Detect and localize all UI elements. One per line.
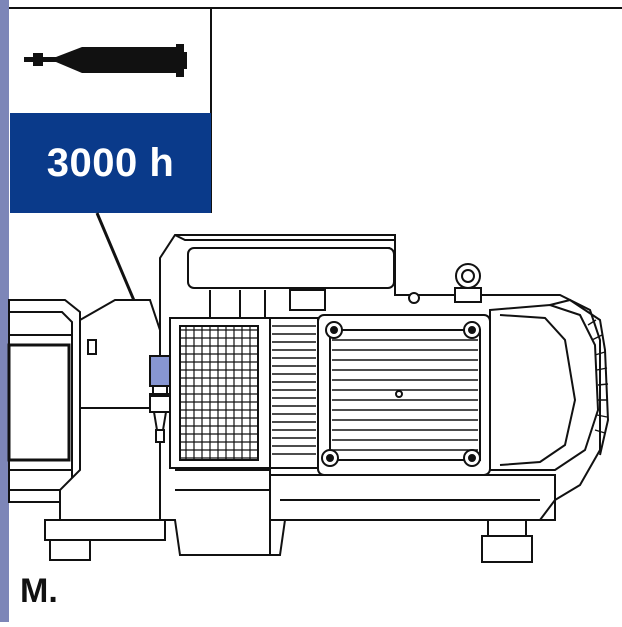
filter-mesh xyxy=(180,326,258,460)
screws xyxy=(321,292,481,467)
step-label: M. xyxy=(20,572,58,610)
side-bar xyxy=(0,0,9,622)
tool-panel xyxy=(24,8,212,213)
interval-box-bg xyxy=(10,113,211,213)
grease-gun-cartridge-icon xyxy=(24,44,187,77)
pump xyxy=(7,234,610,563)
interval-label: 3000 h xyxy=(46,140,175,185)
ribs xyxy=(272,319,609,455)
grease-nipple xyxy=(149,355,171,443)
